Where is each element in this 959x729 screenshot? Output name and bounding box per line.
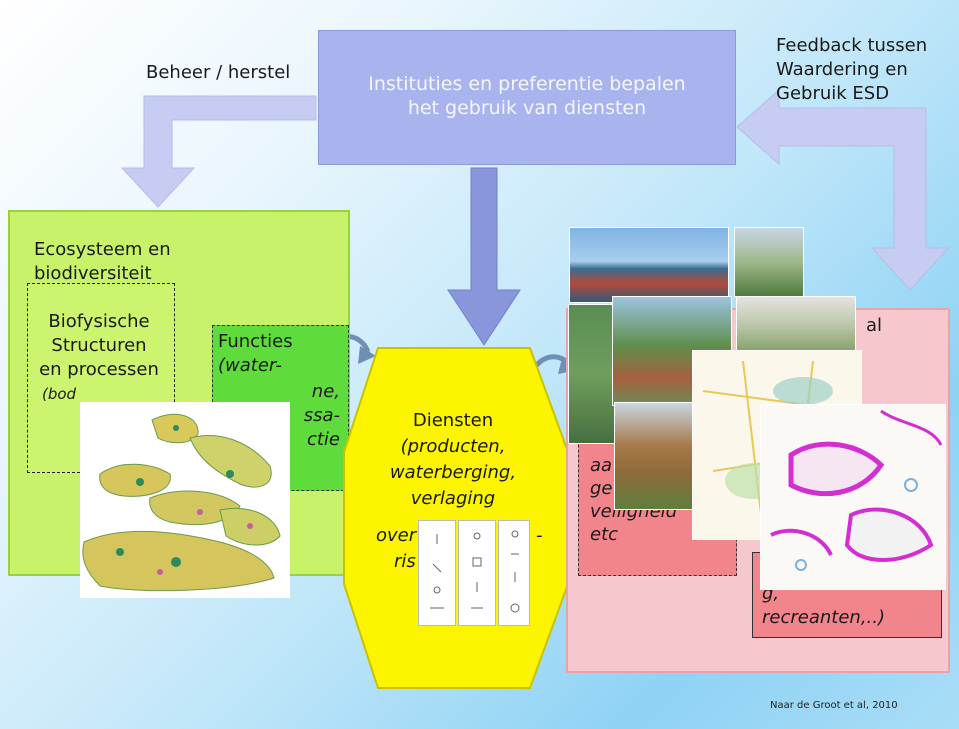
services-text-cut1: over bbox=[376, 525, 417, 546]
services-hexagon bbox=[343, 347, 569, 689]
institutions-text: Instituties en preferentie bepalen het g… bbox=[368, 73, 686, 119]
legend-card-3 bbox=[498, 520, 530, 626]
center-down-arrow-icon bbox=[447, 167, 521, 346]
house-photo bbox=[614, 402, 696, 510]
management-arrow-icon bbox=[120, 95, 317, 208]
legend-symbols bbox=[430, 530, 520, 613]
wellbeing-title-cut: al bbox=[866, 315, 883, 336]
feedback-arrow-icon bbox=[736, 88, 950, 291]
functions-text-right: ne, ssa- ctie bbox=[303, 381, 340, 450]
values-text: aa ge veiligheid etc bbox=[590, 455, 678, 545]
services-text: Diensten (producten, waterberging, verla… bbox=[389, 410, 517, 509]
management-label: Beheer / herstel bbox=[146, 62, 291, 83]
harbor-photo bbox=[569, 227, 729, 303]
map-image bbox=[80, 402, 290, 598]
functions-text: Functies (water- bbox=[218, 331, 293, 376]
institutions-box bbox=[318, 30, 736, 165]
ecosystem-title: Ecosysteem en biodiversiteit bbox=[34, 239, 171, 284]
village-photo bbox=[736, 296, 856, 356]
plan-map-2 bbox=[760, 404, 946, 590]
curved-arrow-icon bbox=[358, 346, 376, 364]
map-illustration bbox=[82, 413, 281, 592]
source-citation: Naar de Groot et al, 2010 bbox=[770, 700, 898, 711]
city-photo bbox=[734, 227, 804, 297]
field-photo bbox=[568, 304, 618, 444]
services-text-dash: - bbox=[536, 525, 543, 546]
plan-map-2-lines bbox=[770, 409, 943, 571]
feedback-label: Feedback tussen Waardering en Gebruik ES… bbox=[776, 35, 928, 104]
services-text-cut2: ris bbox=[394, 551, 416, 572]
biophysical-text: Biofysische Structuren en processen (bod bbox=[39, 311, 159, 403]
